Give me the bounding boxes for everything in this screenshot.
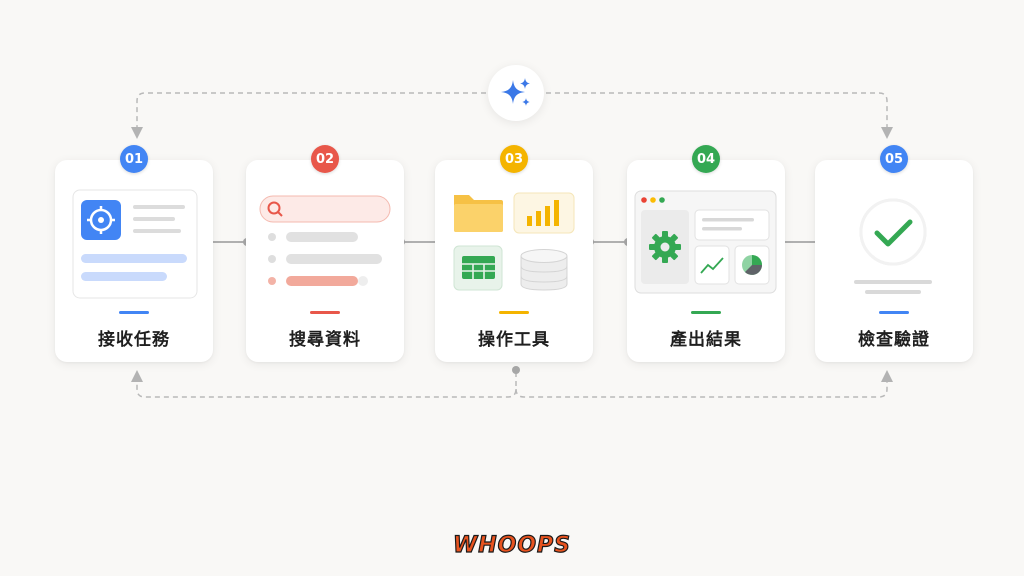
line-chart-icon (700, 257, 724, 274)
step-card-verify: 05 檢查驗證 (815, 145, 973, 362)
sparkle-icon (501, 78, 530, 106)
checkmark-icon (854, 198, 932, 294)
step-card-operate-tools: 03 (435, 145, 593, 362)
step-number-badge: 03 (500, 145, 528, 173)
step-underline (119, 311, 149, 314)
step-number-badge: 01 (120, 145, 148, 173)
bottom-loop-left (131, 370, 517, 398)
dashboard-window-icon (634, 190, 777, 294)
step-label: 搜尋資料 (289, 330, 361, 350)
step-card-receive-task: 01 接收任務 (55, 145, 213, 362)
step-underline (691, 311, 721, 314)
task-document-icon (72, 189, 198, 299)
top-loop-left (131, 92, 486, 139)
step-underline (879, 311, 909, 314)
bar-chart-icon (513, 192, 575, 234)
bottom-loop-right (515, 370, 893, 398)
step-label: 操作工具 (478, 330, 550, 350)
step-label: 接收任務 (98, 330, 170, 350)
brand-logo: WHOOPS (452, 532, 572, 558)
step-underline (499, 311, 529, 314)
step-label: 檢查驗證 (858, 330, 930, 350)
spreadsheet-icon (453, 245, 503, 291)
step-card-produce-result: 04 (627, 145, 785, 362)
step-number-badge: 02 (311, 145, 339, 173)
step-underline (310, 311, 340, 314)
step-label: 產出結果 (670, 330, 742, 350)
step-card-search-data: 02 搜尋資料 (246, 145, 404, 362)
search-list-icon (259, 195, 391, 286)
ai-sparkle-node (488, 65, 544, 121)
top-loop-right (546, 92, 893, 139)
gear-icon (649, 231, 681, 263)
pie-chart-icon (742, 255, 762, 275)
tools-grid-icon (453, 192, 575, 291)
step-number-badge: 05 (880, 145, 908, 173)
database-icon (520, 249, 568, 291)
folder-icon (454, 195, 503, 232)
step-number-badge: 04 (692, 145, 720, 173)
